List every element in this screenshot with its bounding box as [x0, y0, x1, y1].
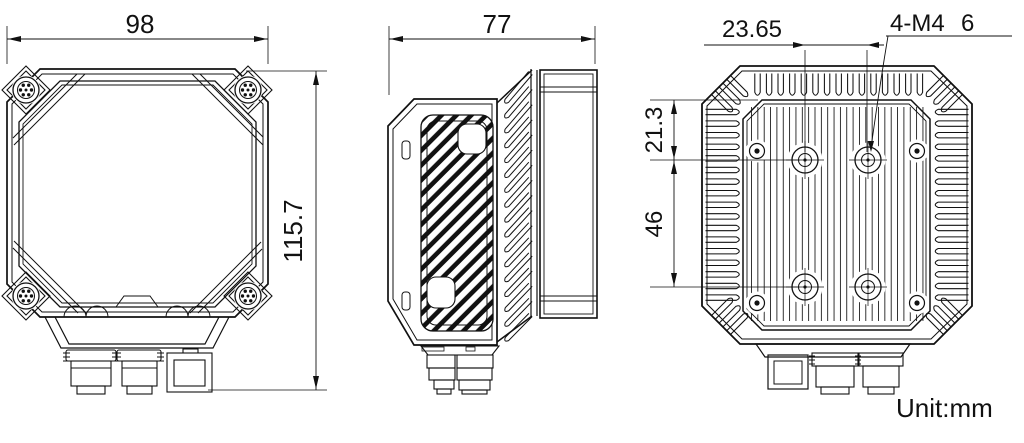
front-bottom-notch [115, 295, 159, 308]
callout-thread-value: 4-M4 [890, 10, 945, 37]
dim-hole-spacing-horizontal-extension-lines [804, 50, 868, 152]
side-rear-block-ribs [540, 86, 597, 302]
side-connectors [421, 346, 494, 395]
side-rear-block-inner [543, 73, 594, 315]
dim-front-width-extension-lines [6, 26, 269, 64]
dim-front-width-value: 98 [126, 9, 155, 39]
side-housing-inner-line [392, 103, 493, 341]
dim-front-width: 98 [6, 9, 269, 64]
unit-note: Unit:mm [896, 393, 993, 423]
rear-inner-line [706, 70, 968, 340]
front-corner-screws [11, 75, 263, 311]
rear-outline [701, 65, 973, 345]
rear-view [701, 65, 973, 395]
side-front-tab-bottom [401, 291, 411, 311]
callout-thread-leader-arrow [868, 141, 874, 152]
callout-thread: 4-M4 6 [868, 10, 1012, 152]
rear-ring-fins [705, 73, 969, 335]
rear-plate-inner-line [746, 103, 927, 327]
dim-hole-top-offset-value: 21.3 [641, 107, 668, 154]
dim-side-depth-extension-lines [388, 26, 596, 95]
front-panel-outline [18, 80, 257, 308]
dim-hole-top-offset-arrows [671, 101, 677, 159]
side-vent-slot-inner [426, 120, 488, 326]
front-connector-round-2 [114, 349, 164, 395]
rear-plate-fins [751, 107, 924, 321]
dim-side-depth-value: 77 [483, 9, 512, 39]
rear-corner-screws [745, 139, 929, 315]
rear-connector-round-1 [809, 352, 861, 395]
front-panel-inner-line [22, 84, 253, 304]
dim-hole-spacing-vertical: 46 [641, 161, 677, 286]
dim-hole-spacing-vertical-value: 46 [641, 211, 668, 238]
dim-hole-top-offset: 21.3 [641, 99, 800, 288]
callout-thread-leader [870, 35, 889, 149]
side-slot-window-top [457, 123, 487, 155]
side-slot-window-bottom [426, 276, 456, 309]
side-fin-spine [530, 69, 538, 317]
dimension-annotations: 98 115.7 77 23.65 21.3 4 [6, 9, 1012, 423]
dim-side-depth: 77 [388, 9, 596, 95]
front-connector-round-1 [63, 349, 119, 395]
dim-hole-vertical-extension-lines [650, 99, 800, 288]
side-rear-block [539, 69, 598, 319]
dim-hole-spacing-horizontal: 23.65 [704, 16, 884, 152]
side-front-tab-top [401, 140, 411, 160]
dim-front-height: 115.7 [208, 70, 327, 391]
dim-hole-spacing-vertical-arrows [671, 161, 677, 286]
dim-hole-spacing-horizontal-value: 23.65 [722, 16, 782, 43]
callout-thread-depth-value: 6 [961, 10, 974, 37]
front-connector-square [166, 348, 213, 393]
rear-connector-bracket [754, 343, 912, 358]
side-fan-fins [504, 71, 533, 342]
rear-connector-round-2 [858, 352, 904, 395]
front-body-outline [6, 68, 269, 318]
front-boss-arcs [63, 305, 211, 318]
front-connector-bracket [44, 316, 230, 349]
rear-plate-outline [742, 99, 931, 331]
dim-front-height-extension-lines [208, 70, 327, 391]
side-housing-outline [387, 98, 498, 346]
dim-front-height-value: 115.7 [278, 199, 308, 262]
side-view [387, 69, 598, 395]
side-fan-silhouette [496, 69, 533, 343]
rear-connector-square [767, 354, 809, 390]
front-corner-braces [12, 73, 264, 314]
front-view [1, 65, 273, 395]
